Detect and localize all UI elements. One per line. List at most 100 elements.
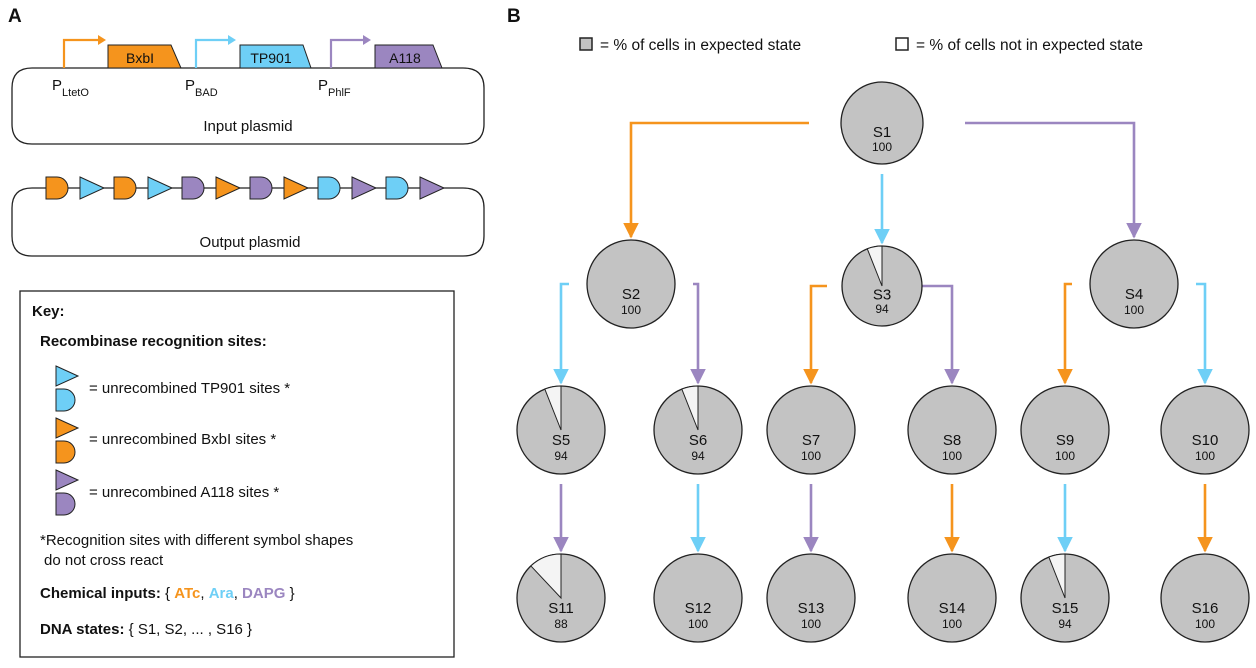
state-s13-pie bbox=[766, 553, 856, 643]
state-s12-percent: 100 bbox=[688, 617, 708, 631]
promoter-bad-arrow bbox=[194, 38, 228, 68]
gene-tp901-label: TP901 bbox=[250, 50, 291, 66]
key-note-line2: do not cross react bbox=[44, 552, 164, 569]
transition-arrows bbox=[553, 121, 1213, 553]
state-s1-label: S1 bbox=[873, 124, 891, 141]
state-s5-missing-slice bbox=[544, 385, 562, 431]
arrow-s2-to-s6 bbox=[690, 282, 706, 385]
state-s11-missing-slice bbox=[530, 553, 562, 600]
key-box: Key: Recombinase recognition sites: = un… bbox=[19, 290, 455, 658]
promoter-ltet-arrowhead bbox=[98, 35, 106, 45]
state-s2-pie bbox=[586, 239, 676, 329]
bxbi-triangle-icon bbox=[55, 417, 80, 439]
output-site-10-a118-triangle-icon bbox=[351, 176, 378, 200]
key-entry-a118: = unrecombined A118 sites * bbox=[89, 484, 279, 501]
tp901-triangle-icon bbox=[55, 365, 80, 387]
output-site-1-bxbi-d-shape-icon bbox=[45, 176, 69, 200]
promoter-phlf-arrow bbox=[329, 38, 363, 68]
output-plasmid-label: Output plasmid bbox=[200, 234, 301, 251]
output-site-8-bxbi-triangle-icon bbox=[283, 176, 310, 200]
legend-expected-swatch bbox=[579, 37, 593, 51]
arrow-s2-to-s5 bbox=[553, 282, 569, 385]
state-s16-percent: 100 bbox=[1195, 617, 1215, 631]
key-entry-tp901: = unrecombined TP901 sites * bbox=[89, 380, 290, 397]
a118-triangle-icon bbox=[55, 469, 80, 491]
arrow-s3-to-s7 bbox=[803, 284, 827, 385]
input-plasmid-label: Input plasmid bbox=[203, 118, 292, 135]
state-s15-missing-slice bbox=[1048, 553, 1066, 599]
state-s14-percent: 100 bbox=[942, 617, 962, 631]
tp901-d-shape-icon bbox=[55, 388, 76, 412]
arrow-s4-to-s10 bbox=[1196, 282, 1213, 385]
state-s3-percent: 94 bbox=[875, 302, 889, 316]
state-s3-label: S3 bbox=[873, 287, 891, 304]
panel-a-letter: A bbox=[8, 6, 22, 27]
key-box-frame bbox=[19, 290, 455, 658]
output-site-2-tp901-triangle-icon bbox=[79, 176, 106, 200]
promoter-phlf-label: PPhlF bbox=[318, 77, 351, 99]
state-s1-percent: 100 bbox=[872, 140, 892, 154]
output-plasmid: Output plasmid bbox=[11, 176, 485, 257]
promoter-bad-arrowhead bbox=[228, 35, 236, 45]
state-s2-percent: 100 bbox=[621, 303, 641, 317]
promoter-bad-sub: BAD bbox=[195, 87, 218, 99]
legend-expected-label: = % of cells in expected state bbox=[600, 37, 801, 54]
output-site-11-tp901-d-shape-icon bbox=[385, 176, 409, 200]
chemical-ara: Ara bbox=[209, 585, 235, 602]
promoter-ltet-label: PLtetO bbox=[52, 77, 89, 99]
gene-a118-label: A118 bbox=[389, 50, 421, 66]
output-site-3-bxbi-d-shape-icon bbox=[113, 176, 137, 200]
state-s16-label: S16 bbox=[1192, 600, 1219, 617]
promoter-phlf-sub: PhlF bbox=[328, 87, 351, 99]
gene-bxbi-label: BxbI bbox=[126, 50, 154, 66]
chemical-atc: ATc bbox=[174, 585, 200, 602]
state-s6-missing-slice bbox=[681, 385, 699, 431]
state-s8-pie bbox=[907, 385, 997, 475]
state-s11-label: S11 bbox=[548, 600, 574, 617]
output-site-12-a118-triangle-icon bbox=[419, 176, 446, 200]
state-s3-missing-slice bbox=[866, 245, 883, 287]
chemical-inputs-label: Chemical inputs: bbox=[40, 585, 161, 602]
state-s7-pie bbox=[766, 385, 856, 475]
state-s4-pie bbox=[1089, 239, 1179, 329]
output-site-7-a118-d-shape-icon bbox=[249, 176, 273, 200]
output-site-9-tp901-d-shape-icon bbox=[317, 176, 341, 200]
state-s15-percent: 94 bbox=[1058, 617, 1072, 631]
key-chemical-inputs: Chemical inputs: { ATc, Ara, DAPG } bbox=[40, 585, 295, 602]
state-s9-label: S9 bbox=[1056, 432, 1074, 449]
output-site-row bbox=[45, 176, 446, 200]
state-s6-label: S6 bbox=[689, 432, 707, 449]
chemical-dapg: DAPG bbox=[242, 585, 285, 602]
promoter-phlf-arrowhead bbox=[363, 35, 371, 45]
gene-tp901-shape bbox=[239, 44, 312, 69]
state-s10-pie bbox=[1160, 385, 1250, 475]
state-s14-label: S14 bbox=[939, 600, 966, 617]
state-s5-label: S5 bbox=[552, 432, 570, 449]
state-s7-label: S7 bbox=[802, 432, 820, 449]
output-site-6-bxbi-triangle-icon bbox=[215, 176, 242, 200]
key-title: Key: bbox=[32, 303, 65, 320]
key-note-line1: *Recognition sites with different symbol… bbox=[40, 532, 353, 549]
input-plasmid: BxbI TP901 A118 PLtetO PBAD PPhlF Input … bbox=[11, 35, 485, 145]
arrow-s1-to-s4 bbox=[965, 121, 1142, 239]
a118-d-shape-icon bbox=[55, 492, 76, 516]
key-recognition-title: Recombinase recognition sites: bbox=[40, 333, 267, 350]
state-s11-percent: 88 bbox=[554, 617, 568, 631]
promoter-ltet-sub: LtetO bbox=[62, 87, 89, 99]
key-dna-states: DNA states: { S1, S2, ... , S16 } bbox=[40, 621, 252, 638]
state-s6-percent: 94 bbox=[691, 449, 705, 463]
